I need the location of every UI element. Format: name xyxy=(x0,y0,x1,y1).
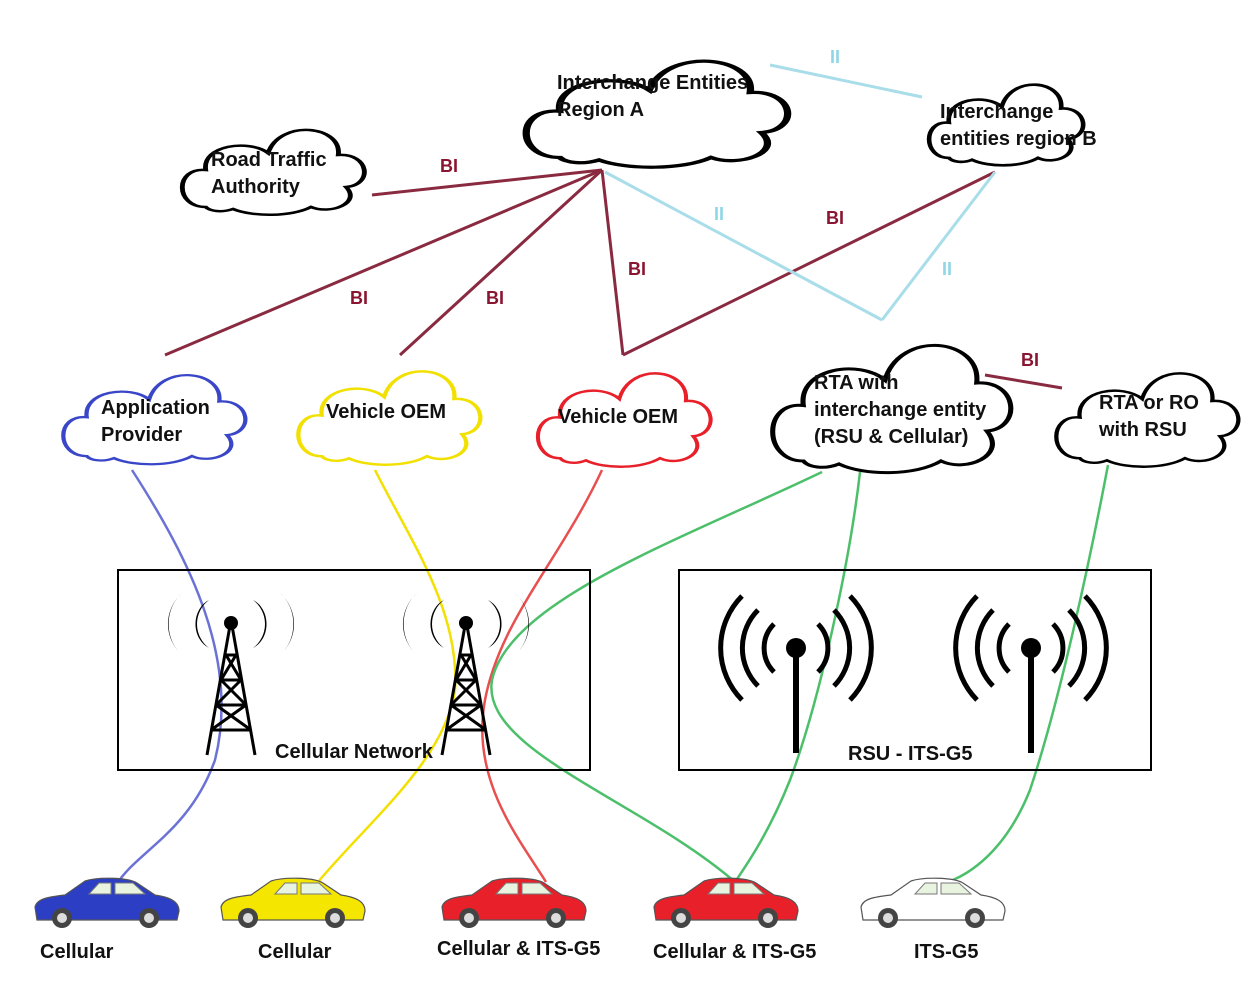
ii-links xyxy=(604,63,997,322)
link-red-car xyxy=(481,469,604,883)
link-regiona-roadtraffic xyxy=(371,168,603,197)
bi-label-oemred: BI xyxy=(628,259,646,279)
cloud-rta-rsu: RTA or RO with RSU xyxy=(1056,373,1238,466)
car-icon xyxy=(441,877,587,928)
bi-label-oemyellow: BI xyxy=(486,288,504,308)
link-regiona-rta xyxy=(604,170,883,322)
link-rta-rtarsu xyxy=(984,373,1063,390)
link-regiona-oemred xyxy=(600,169,625,356)
link-regiona-regionb xyxy=(769,63,923,99)
link-regionb-oemred xyxy=(622,170,996,357)
car-label: Cellular xyxy=(40,941,114,963)
car-icon xyxy=(220,877,366,928)
link-blue-car xyxy=(116,469,223,883)
ii-label-rta: II xyxy=(714,204,724,224)
cloud-region-a-line1: Interchange Entities xyxy=(557,72,748,94)
cloud-region-a: Interchange Entities Region A xyxy=(526,61,787,167)
cellular-network-box: Cellular Network xyxy=(117,569,591,771)
cloud-road-traffic-line1: Road Traffic xyxy=(211,149,327,171)
cloud-app-provider: Application Provider xyxy=(63,375,245,464)
cloud-region-a-line2: Region A xyxy=(557,99,644,121)
cell-tower-icon xyxy=(402,592,530,756)
rsu-label: RSU - ITS-G5 xyxy=(848,743,972,765)
bi-label-regionb: BI xyxy=(826,208,844,228)
cloud-region-b: Interchange entities region B xyxy=(929,85,1097,166)
cloud-region-b-line1: Interchange xyxy=(940,101,1053,123)
cloud-road-traffic-line2: Authority xyxy=(211,176,301,198)
cell-tower-icon xyxy=(167,592,295,756)
car-label: Cellular & ITS-G5 xyxy=(437,938,600,960)
rsu-box: RSU - ITS-G5 xyxy=(678,569,1152,771)
cellular-network-label: Cellular Network xyxy=(275,741,434,763)
bi-label-appprovider: BI xyxy=(350,288,368,308)
cloud-rta-rsu-line2: with RSU xyxy=(1098,419,1187,441)
link-regionb-rta xyxy=(880,171,997,321)
cloud-rta-line2: interchange entity xyxy=(814,399,987,421)
link-green-rtarsu-car xyxy=(947,464,1110,884)
vehicles: Cellular Cellular Cellular & ITS-G5 Cellula… xyxy=(34,877,1006,963)
rsu-antenna-icon xyxy=(718,594,874,753)
cloud-oem-red-label: Vehicle OEM xyxy=(558,406,678,428)
ii-label-regionb: II xyxy=(830,47,840,67)
cloud-rta-interchange: RTA with interchange entity (RSU & Cellu… xyxy=(773,345,1011,472)
cloud-rta-line3: (RSU & Cellular) xyxy=(814,426,968,448)
cloud-oem-yellow-label: Vehicle OEM xyxy=(326,401,446,423)
link-regiona-appprovider xyxy=(164,168,603,357)
car-icon xyxy=(34,877,180,928)
link-yellow-car xyxy=(317,469,457,883)
bi-links xyxy=(164,168,1063,390)
link-green-rta-rsu xyxy=(733,471,862,883)
car-icon xyxy=(653,877,799,928)
cloud-road-traffic: Road Traffic Authority xyxy=(182,130,364,215)
cloud-region-b-line2: entities region B xyxy=(940,128,1097,150)
car-label: ITS-G5 xyxy=(914,941,978,963)
rsu-antenna-icon xyxy=(953,594,1109,753)
ii-label-regionb-rta: II xyxy=(942,259,952,279)
bi-label-rta: BI xyxy=(1021,350,1039,370)
link-green-rta-car xyxy=(490,470,823,883)
car-label: Cellular xyxy=(258,941,332,963)
cloud-rta-line1: RTA with xyxy=(814,372,898,394)
device-links xyxy=(116,464,1110,884)
cloud-oem-yellow: Vehicle OEM xyxy=(298,371,480,464)
bi-label-roadtraffic: BI xyxy=(440,156,458,176)
cloud-rta-rsu-line1: RTA or RO xyxy=(1099,392,1199,414)
car-label: Cellular & ITS-G5 xyxy=(653,941,816,963)
cloud-oem-red: Vehicle OEM xyxy=(538,373,711,466)
car-icon xyxy=(860,877,1006,928)
link-regiona-oemyellow xyxy=(398,168,604,357)
cloud-app-provider-line1: Application xyxy=(101,397,210,419)
cloud-app-provider-line2: Provider xyxy=(101,424,182,446)
